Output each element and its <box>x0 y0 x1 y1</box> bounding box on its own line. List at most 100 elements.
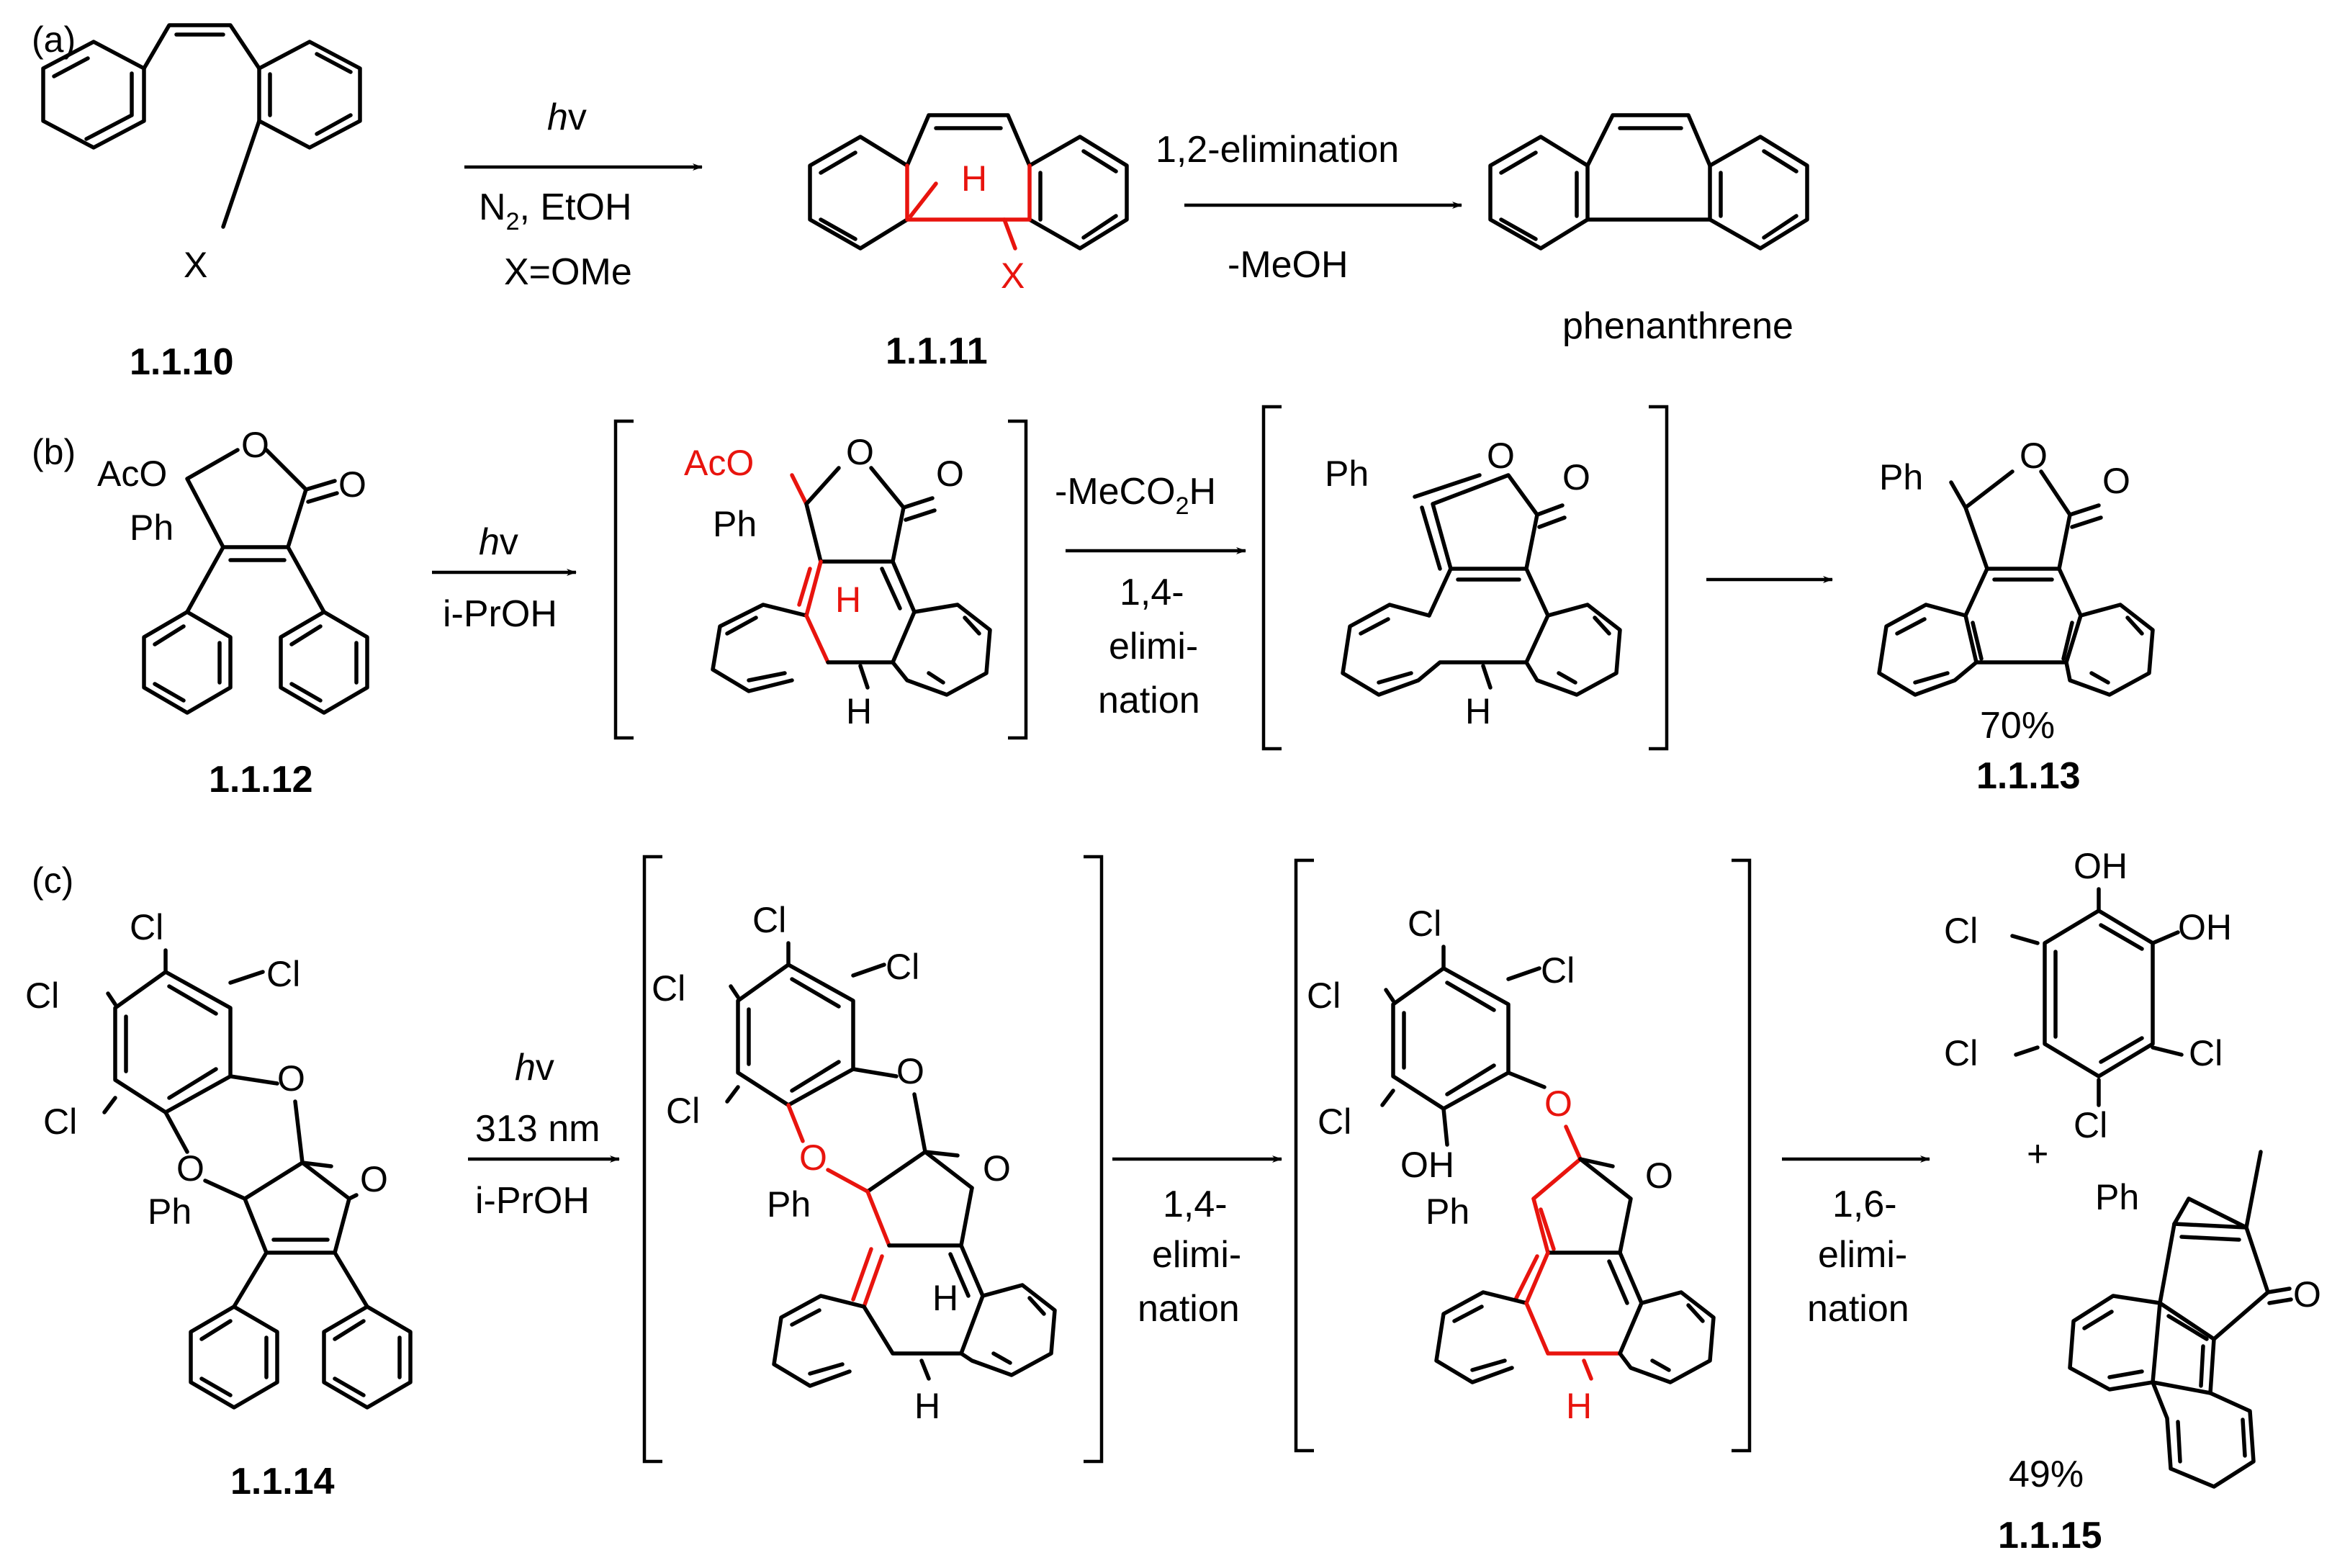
svg-text:AcO: AcO <box>684 443 754 483</box>
svg-text:Cl: Cl <box>886 947 919 987</box>
svg-text:1,6-: 1,6- <box>1832 1184 1897 1225</box>
arrow-c1: hv 313 nm i-PrOH <box>468 1047 620 1222</box>
bracket-b1-left <box>613 419 634 740</box>
plus-sign: + <box>2027 1133 2048 1175</box>
panel-c-tag: (c) <box>32 860 73 901</box>
arrow-c3: 1,6- elimi- nation <box>1782 1155 1930 1330</box>
bracket-c1-left <box>642 855 662 1464</box>
svg-text:elimi-: elimi- <box>1109 626 1198 667</box>
compound-tetrachlorocatechol: OH OH Cl Cl Cl Cl + <box>1944 846 2232 1175</box>
svg-text:i-PrOH: i-PrOH <box>443 593 557 635</box>
svg-text:O: O <box>1645 1155 1673 1196</box>
arrow-c2: 1,4- elimi- nation <box>1112 1155 1282 1330</box>
svg-text:1,2-elimination: 1,2-elimination <box>1156 129 1399 171</box>
svg-text:Ph: Ph <box>2095 1177 2139 1217</box>
panel-b-tag: (b) <box>32 432 76 472</box>
svg-text:O: O <box>896 1051 924 1091</box>
svg-text:H: H <box>914 1386 940 1426</box>
svg-text:Cl: Cl <box>25 976 59 1016</box>
svg-text:O: O <box>983 1148 1011 1189</box>
svg-text:N2, EtOH: N2, EtOH <box>479 186 632 235</box>
arrow-b2: -MeCO2H 1,4- elimi- nation <box>1055 471 1246 721</box>
svg-text:AcO: AcO <box>97 454 167 494</box>
svg-text:O: O <box>176 1148 204 1189</box>
svg-text:O: O <box>1562 457 1590 497</box>
atom-x-1-1-10: X <box>184 245 207 285</box>
svg-text:O: O <box>2020 436 2048 476</box>
intermediate-c1: Cl Cl Cl Cl O O Ph O H H <box>652 900 1057 1426</box>
compound-1-1-13: Ph O O 70% 1.1.13 <box>1877 436 2155 797</box>
svg-text:OH: OH <box>1400 1145 1454 1185</box>
bracket-c2-right <box>1732 858 1752 1453</box>
svg-text:Ph: Ph <box>1325 454 1369 494</box>
svg-text:H: H <box>846 691 872 731</box>
svg-text:O: O <box>799 1137 827 1178</box>
svg-text:Ph: Ph <box>1426 1191 1469 1232</box>
compound-1-1-14: Cl Cl Cl Cl O O Ph O 1.1.14 <box>25 907 413 1502</box>
label-1-1-10: 1.1.10 <box>130 341 234 383</box>
label-1-1-14: 1.1.14 <box>230 1461 335 1502</box>
svg-text:Ph: Ph <box>713 504 757 544</box>
compound-1-1-15: Ph O 49% 1.1.15 <box>1998 1150 2321 1556</box>
intermediate-c2: Cl Cl Cl Cl O OH Ph O H <box>1307 904 1716 1426</box>
intermediate-b1: AcO Ph O O H H <box>684 432 992 731</box>
svg-text:Cl: Cl <box>1307 976 1341 1016</box>
svg-text:O: O <box>936 454 964 494</box>
svg-text:O: O <box>1544 1083 1572 1124</box>
svg-text:i-PrOH: i-PrOH <box>475 1180 590 1222</box>
svg-text:OH: OH <box>2178 907 2232 947</box>
svg-text:H: H <box>1566 1386 1592 1426</box>
svg-text:O: O <box>846 432 874 472</box>
svg-text:elimi-: elimi- <box>1818 1234 1907 1276</box>
svg-text:-MeOH: -MeOH <box>1228 244 1349 286</box>
svg-text:Cl: Cl <box>1318 1101 1351 1142</box>
svg-text:O: O <box>2102 461 2130 501</box>
svg-text:Cl: Cl <box>1944 911 1978 951</box>
svg-text:Cl: Cl <box>1944 1033 1978 1073</box>
svg-text:Cl: Cl <box>2189 1033 2223 1073</box>
svg-text:Ph: Ph <box>1879 457 1923 497</box>
svg-text:hv: hv <box>515 1047 554 1089</box>
svg-text:elimi-: elimi- <box>1152 1234 1241 1276</box>
svg-text:49%: 49% <box>2009 1454 2084 1495</box>
label-1-1-13: 1.1.13 <box>1976 755 2081 797</box>
bracket-b1-right <box>1008 419 1028 740</box>
bracket-b2-left <box>1261 405 1282 751</box>
svg-text:nation: nation <box>1138 1288 1240 1330</box>
svg-text:Cl: Cl <box>2074 1105 2107 1145</box>
svg-text:hv: hv <box>479 521 518 563</box>
panel-b: (b) AcO Ph O O 1.1.12 hv i-PrOH <box>32 405 2155 801</box>
label-1-1-15: 1.1.15 <box>1998 1515 2102 1556</box>
svg-text:nation: nation <box>1807 1288 1909 1330</box>
arrow-a2: 1,2-elimination -MeOH <box>1156 129 1462 286</box>
svg-text:OH: OH <box>2074 846 2128 886</box>
svg-text:1,4-: 1,4- <box>1163 1184 1228 1225</box>
svg-text:Ph: Ph <box>130 508 174 548</box>
arrow-a1: hv N2, EtOH X=OMe <box>464 96 703 293</box>
compound-1-1-10: X 1.1.10 <box>41 23 362 383</box>
svg-text:Cl: Cl <box>1408 904 1441 944</box>
svg-text:O: O <box>338 464 366 505</box>
compound-1-1-12: AcO Ph O O 1.1.12 <box>97 425 369 801</box>
svg-text:70%: 70% <box>1980 705 2055 747</box>
svg-text:Ph: Ph <box>148 1191 192 1232</box>
atom-h-1-1-11: H <box>961 158 987 199</box>
svg-text:313 nm: 313 nm <box>475 1108 600 1150</box>
atom-x-1-1-11: X <box>1001 256 1025 296</box>
svg-text:Cl: Cl <box>1541 950 1575 991</box>
svg-text:Cl: Cl <box>666 1091 700 1131</box>
svg-text:O: O <box>1487 436 1515 476</box>
svg-text:nation: nation <box>1098 680 1200 721</box>
svg-text:Cl: Cl <box>130 907 163 947</box>
svg-text:O: O <box>277 1058 305 1099</box>
reagent-x-ome: X=OMe <box>504 251 632 293</box>
svg-text:Cl: Cl <box>43 1101 77 1142</box>
svg-text:H: H <box>1465 691 1491 731</box>
bracket-c2-left <box>1294 858 1314 1453</box>
svg-text:Ph: Ph <box>767 1184 811 1225</box>
svg-text:-MeCO2H: -MeCO2H <box>1055 471 1216 520</box>
svg-text:Cl: Cl <box>652 968 685 1009</box>
label-1-1-12: 1.1.12 <box>209 759 313 801</box>
bracket-c1-right <box>1084 855 1104 1464</box>
